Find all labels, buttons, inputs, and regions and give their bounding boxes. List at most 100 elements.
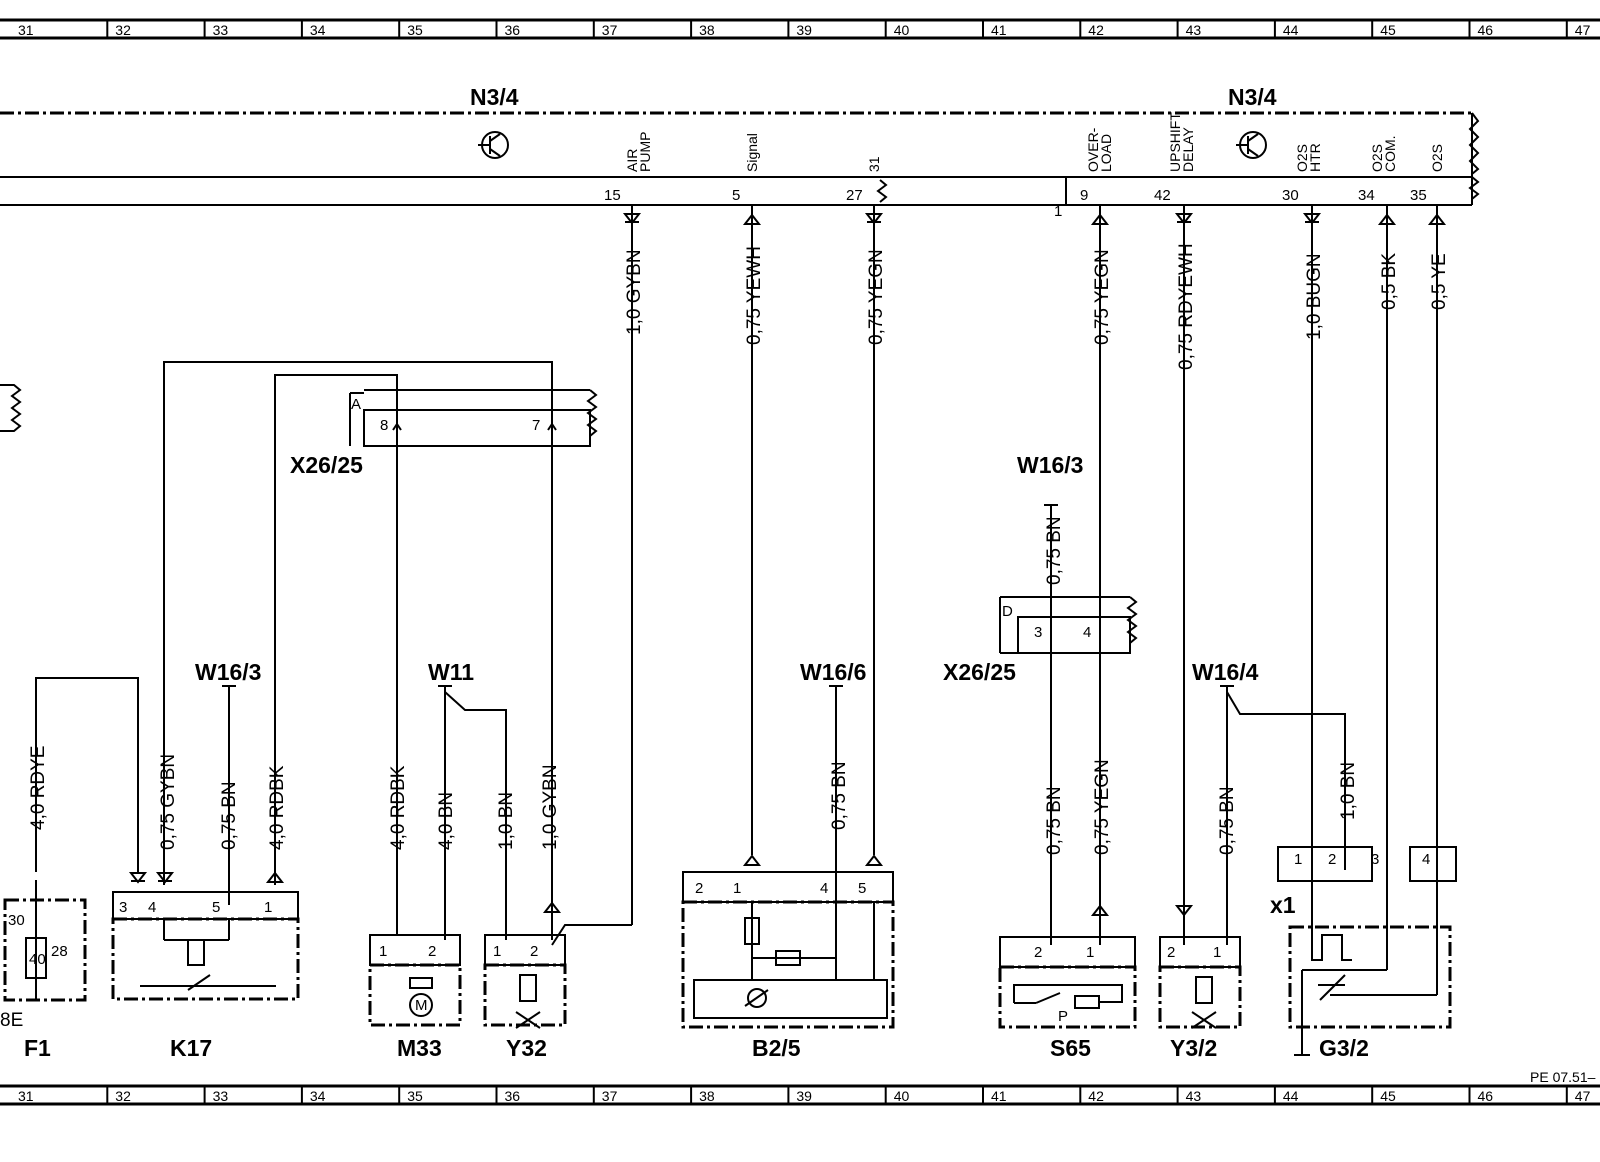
top-ruler-number: 47: [1575, 22, 1591, 38]
top-ruler-number: 40: [894, 22, 910, 38]
wire-label-upshift: 0,75 RDYEWH: [1176, 243, 1197, 370]
pin-fn-o2s: O2S: [1429, 144, 1445, 172]
w16-4: W16/4: [1192, 659, 1259, 685]
f1-pin-b: 28: [51, 943, 68, 960]
x1-pin3: 3: [1371, 851, 1379, 868]
component-m33: 1 2 M M33: [368, 934, 462, 1061]
b25-pin5: 5: [858, 880, 866, 897]
wire-label-signal: 0,75 YEWH: [744, 246, 765, 345]
g3-2-label: G3/2: [1319, 1035, 1369, 1061]
wire-label-k17-4: 0,75 GYBN: [158, 754, 179, 850]
pin-fn-over: OVER-: [1085, 127, 1101, 172]
f1-tag: 8E: [0, 1010, 23, 1031]
pin-fn-o2s-htr-a: O2S: [1294, 144, 1310, 172]
top-ruler-number: 36: [505, 22, 521, 38]
bottom-ruler-number: 41: [991, 1088, 1007, 1104]
k17-label: K17: [170, 1035, 212, 1061]
pin-42: 42: [1154, 187, 1171, 204]
bottom-ruler-number: 47: [1575, 1088, 1591, 1104]
valve-icon: [1191, 1011, 1217, 1029]
b25-pin2: 2: [695, 880, 703, 897]
f1-fuse: 40: [29, 951, 46, 968]
wire-label-w163-top: 0,75 BN: [1044, 516, 1065, 585]
solenoid-icon: [1195, 976, 1213, 1004]
y3-2-pin1: 1: [1213, 944, 1221, 961]
bottom-ruler-number: 42: [1088, 1088, 1104, 1104]
bottom-ruler-number: 34: [310, 1088, 326, 1104]
pin-fn-load: LOAD: [1098, 134, 1114, 172]
bottom-ruler-number: 39: [796, 1088, 812, 1104]
pin-34: 34: [1358, 187, 1375, 204]
solenoid-icon: [519, 974, 537, 1002]
bottom-ruler-number: 43: [1186, 1088, 1202, 1104]
bottom-ruler-number: 37: [602, 1088, 618, 1104]
x26-25-d-pin3: 3: [1034, 624, 1042, 641]
y32-pin1: 1: [493, 943, 501, 960]
b25-label: B2/5: [752, 1035, 801, 1061]
wire-label-o2s: 0,5 YE: [1429, 253, 1450, 310]
top-ruler-number: 32: [115, 22, 131, 38]
heater-icon: [1311, 934, 1352, 961]
motor-icon: [409, 993, 433, 1017]
component-k17: 3 4 5 1 K17: [111, 891, 300, 1061]
wires-left: A 8 7 X26/25 W16/3 W11 W16/6: [0, 361, 884, 946]
wire-labels: 1,0 GYBN 0,75 YEWH 0,75 YEGN 0,75 YEGN 0…: [28, 243, 1450, 855]
pin-fn-delay: DELAY: [1180, 126, 1196, 172]
pin-fn-air: AIR: [624, 149, 640, 172]
b25-pin1: 1: [733, 880, 741, 897]
top-ruler-number: 41: [991, 22, 1007, 38]
top-ruler-number: 37: [602, 22, 618, 38]
wire-label-g32-2: 1,0 BN: [1338, 762, 1359, 820]
y32-label: Y32: [506, 1035, 547, 1061]
wire-label-y32-2: 1,0 GYBN: [540, 764, 561, 850]
top-ruler-number: 33: [213, 22, 229, 38]
wire-label-com: 0,5 BK: [1379, 253, 1400, 310]
bottom-ruler-number: 31: [18, 1088, 34, 1104]
pin-35: 35: [1410, 187, 1427, 204]
y3-2-label: Y3/2: [1170, 1035, 1217, 1061]
wire-label-s65-1: 0,75 YEGN: [1092, 759, 1113, 855]
component-f1: 40 30 28 8E F1: [0, 880, 87, 1061]
pin-27: 27: [846, 187, 863, 204]
n3-4-label-left: N3/4: [470, 84, 519, 110]
top-ruler-number: 45: [1380, 22, 1396, 38]
top-ruler-number: 38: [699, 22, 715, 38]
wire-label-b25-4: 0,75 BN: [829, 761, 850, 830]
x26-25-a-pin8: 8: [380, 417, 388, 434]
top-ruler-number: 35: [407, 22, 423, 38]
k17-pin5: 5: [212, 899, 220, 916]
component-b2-5: 2 1 4 5 B2/5: [681, 871, 895, 1061]
s65-pin2: 2: [1034, 944, 1042, 961]
wire-label-overload: 0,75 YEGN: [1092, 249, 1113, 345]
f1-pin-a: 30: [8, 912, 25, 929]
n3-4-label-right: N3/4: [1228, 84, 1277, 110]
m33-pin1: 1: [379, 943, 387, 960]
wire-label-m33-2: 4,0 BN: [436, 792, 457, 850]
x1-pin1: 1: [1294, 851, 1302, 868]
f1-label: F1: [24, 1035, 51, 1061]
top-ruler-number: 31: [18, 22, 34, 38]
wires-main: [622, 205, 1447, 995]
pin-fn-upshift: UPSHIFT: [1167, 112, 1183, 172]
k17-pin4: 4: [148, 899, 156, 916]
pin-fn-o2s-htr-b: HTR: [1307, 143, 1323, 172]
pin-fn-o2s-com-b: COM.: [1382, 135, 1398, 172]
bottom-ruler-number: 46: [1478, 1088, 1494, 1104]
x1-pin4: 4: [1422, 851, 1430, 868]
top-ruler-number: 46: [1478, 22, 1494, 38]
wire-label-htr: 1,0 BUGN: [1304, 253, 1325, 340]
w16-3-right: W16/3: [1017, 452, 1083, 478]
top-ruler-number: 44: [1283, 22, 1299, 38]
transistor-icon: [1236, 131, 1267, 159]
bottom-ruler-number: 45: [1380, 1088, 1396, 1104]
component-y32: 1 2 Y32: [483, 934, 567, 1061]
wire-label-31: 0,75 YEGN: [866, 249, 887, 345]
s65-pin1: 1: [1086, 944, 1094, 961]
wire-label-air: 1,0 GYBN: [624, 249, 645, 335]
pin-fn-31: 31: [866, 156, 882, 172]
pin-fn-signal: Signal: [744, 133, 760, 172]
top-ruler-number: 42: [1088, 22, 1104, 38]
m33-label: M33: [397, 1035, 442, 1061]
